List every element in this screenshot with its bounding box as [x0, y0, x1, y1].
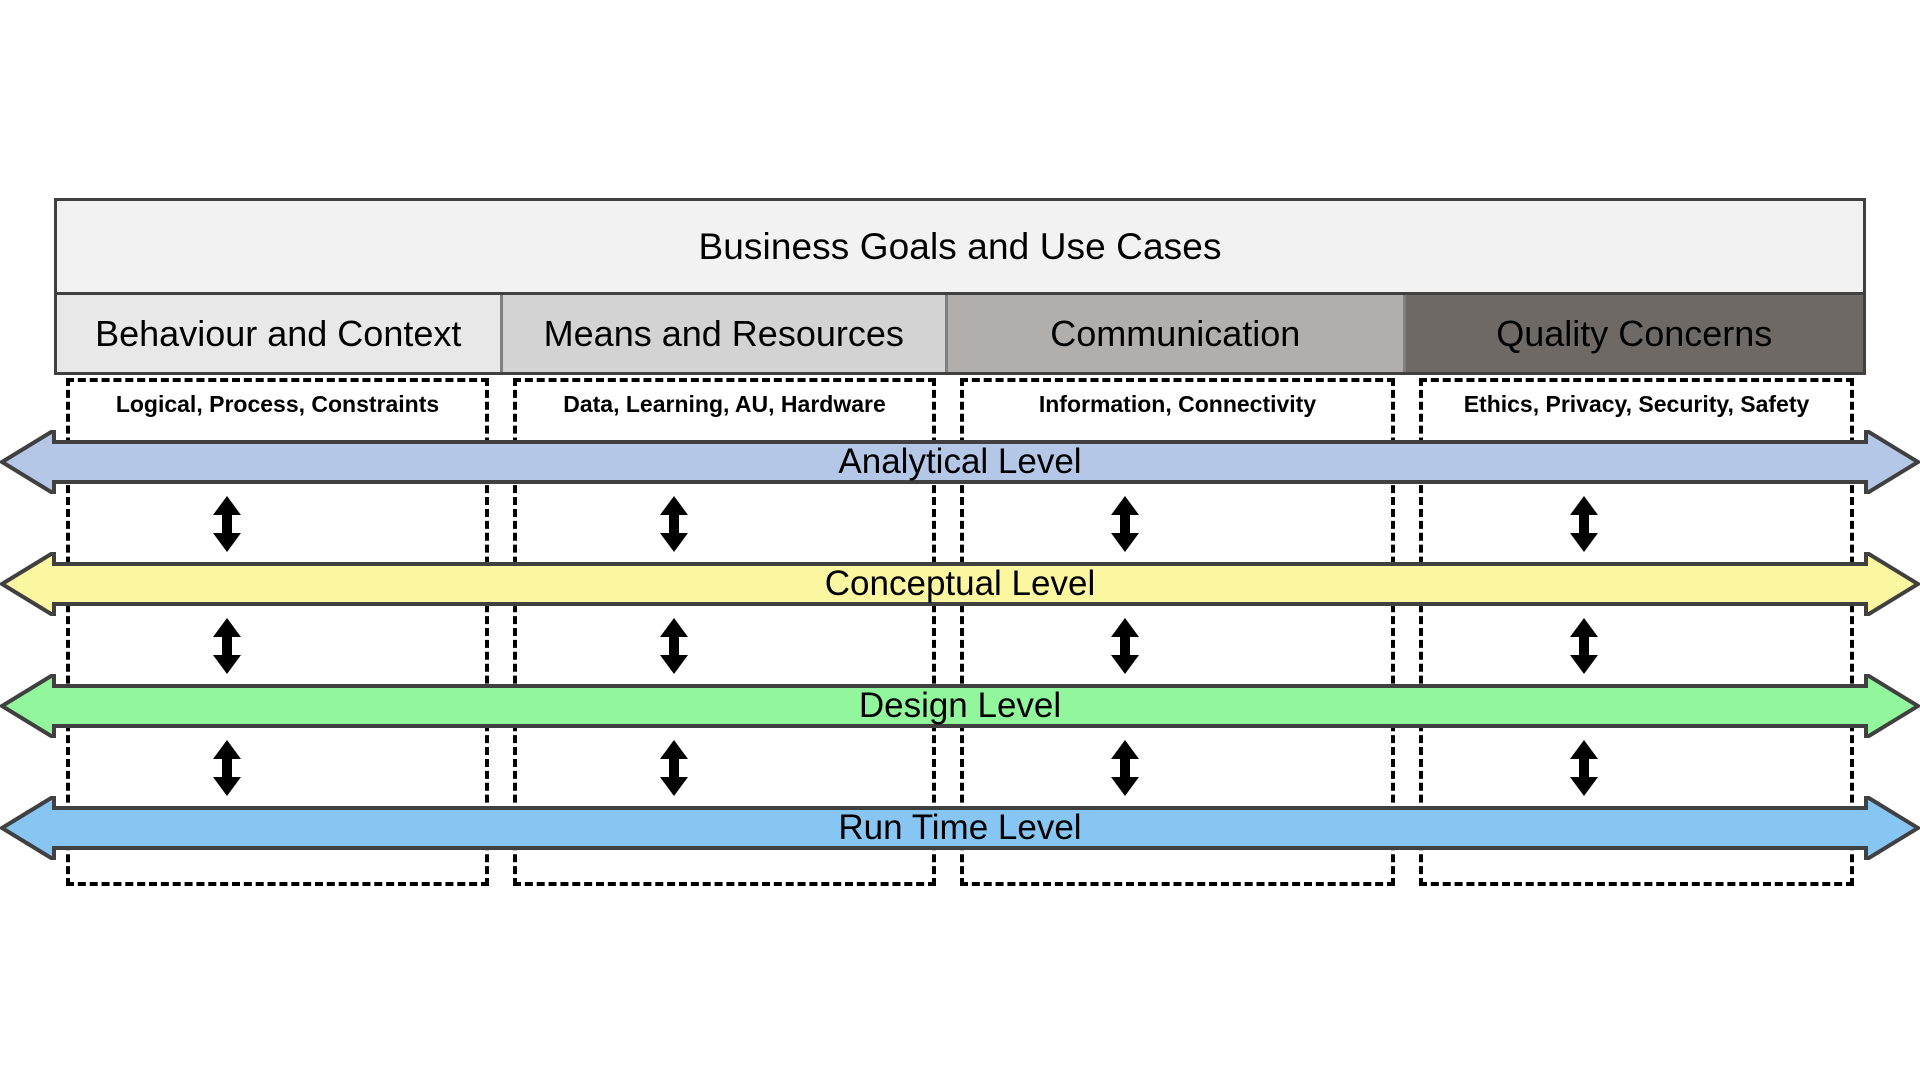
vertical-double-arrow-icon	[1568, 618, 1600, 674]
level-arrow-shape	[0, 674, 1920, 738]
level-band-design-level[interactable]: Design Level	[0, 674, 1920, 738]
vertical-double-arrow-icon	[1109, 496, 1141, 552]
double-arrow-shape	[1111, 496, 1140, 552]
vertical-double-arrow-icon	[658, 740, 690, 796]
pillar-label-means-and-resources: Means and Resources	[543, 312, 904, 354]
pillar-cell-behaviour-and-context[interactable]: Behaviour and Context	[57, 295, 503, 372]
concerns-text: Data, Learning, AU, Hardware	[563, 390, 886, 417]
pillar-label-behaviour-and-context: Behaviour and Context	[95, 312, 462, 354]
double-arrow-shape	[212, 618, 241, 674]
double-arrow-shape	[212, 496, 241, 552]
level-band-run-time-level[interactable]: Run Time Level	[0, 796, 1920, 860]
concerns-label-behaviour-and-context: Logical, Process, Constraints	[66, 378, 489, 430]
double-arrow-shape	[1570, 740, 1599, 796]
pillar-label-quality-concerns: Quality Concerns	[1496, 312, 1773, 354]
concerns-text: Information, Connectivity	[1038, 390, 1317, 417]
vertical-double-arrow-icon	[1109, 740, 1141, 796]
level-band-analytical-level[interactable]: Analytical Level	[0, 430, 1920, 494]
pillar-cell-means-and-resources[interactable]: Means and Resources	[502, 295, 949, 372]
double-arrow-shape	[659, 496, 688, 552]
vertical-double-arrow-icon	[1568, 496, 1600, 552]
level-arrow-shape	[0, 552, 1920, 616]
vertical-double-arrow-icon	[211, 496, 243, 552]
concerns-label-communication: Information, Connectivity	[960, 378, 1395, 430]
pillar-band: Behaviour and Context Means and Resource…	[54, 295, 1866, 375]
concerns-text: Ethics, Privacy, Security, Safety	[1463, 390, 1810, 417]
concerns-label-quality-concerns: Ethics, Privacy, Security, Safety	[1419, 378, 1854, 430]
double-arrow-shape	[1570, 496, 1599, 552]
vertical-double-arrow-icon	[1568, 740, 1600, 796]
double-arrow-shape	[659, 618, 688, 674]
double-arrow-shape	[212, 740, 241, 796]
business-goals-band: Business Goals and Use Cases	[54, 198, 1866, 295]
business-goals-label: Business Goals and Use Cases	[698, 225, 1222, 267]
level-arrow-shape	[0, 796, 1920, 860]
vertical-double-arrow-icon	[211, 740, 243, 796]
pillar-cell-quality-concerns[interactable]: Quality Concerns	[1405, 295, 1863, 372]
level-band-conceptual-level[interactable]: Conceptual Level	[0, 552, 1920, 616]
vertical-double-arrow-icon	[1109, 618, 1141, 674]
pillar-label-communication: Communication	[1050, 312, 1301, 354]
double-arrow-shape	[659, 740, 688, 796]
concerns-label-means-and-resources: Data, Learning, AU, Hardware	[513, 378, 936, 430]
level-arrow-shape	[0, 430, 1920, 494]
header-stack: Business Goals and Use Cases Behaviour a…	[54, 198, 1866, 375]
vertical-double-arrow-icon	[658, 496, 690, 552]
vertical-double-arrow-icon	[211, 618, 243, 674]
pillar-cell-communication[interactable]: Communication	[948, 295, 1406, 372]
double-arrow-shape	[1111, 740, 1140, 796]
concerns-row: Logical, Process, Constraints Data, Lear…	[54, 378, 1866, 430]
concerns-text: Logical, Process, Constraints	[115, 390, 440, 417]
double-arrow-shape	[1570, 618, 1599, 674]
vertical-double-arrow-icon	[658, 618, 690, 674]
double-arrow-shape	[1111, 618, 1140, 674]
